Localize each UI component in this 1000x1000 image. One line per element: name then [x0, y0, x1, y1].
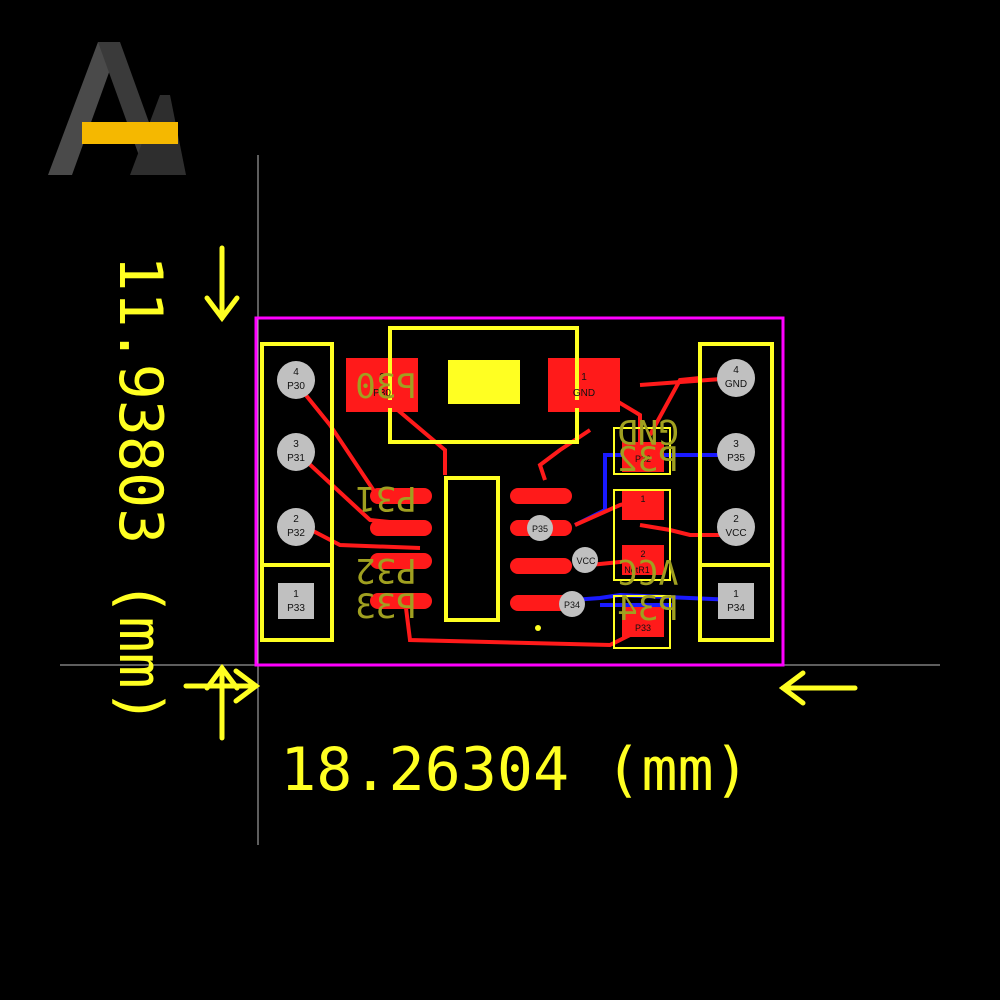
- silk-label-p31: P31: [355, 478, 416, 518]
- left-pin-2-name: P32: [287, 528, 305, 539]
- chip-p33-outline: [613, 595, 671, 649]
- left-header-outline: [260, 342, 334, 642]
- silk-label-p32-right: P32: [617, 440, 678, 480]
- pad-gnd-name: GND: [573, 388, 595, 399]
- dimension-arrows: [183, 245, 858, 741]
- top-pads: [346, 358, 664, 637]
- right-pin-1-number: 1: [733, 589, 739, 600]
- right-pin-2-name: VCC: [725, 528, 746, 539]
- vias: [527, 515, 598, 617]
- silk-label-p32: P32: [355, 550, 416, 590]
- pad-vcc-2-number: 2: [640, 549, 645, 559]
- left-header-labels: 4 P30 3 P31 2 P32 1 P33: [287, 367, 305, 614]
- pad-gnd-number: 1: [581, 372, 587, 383]
- via-p35-label: P35: [532, 524, 548, 534]
- ic-body-outline: [444, 476, 500, 622]
- brand-logo: [48, 42, 186, 175]
- silk-label-p33: P33: [355, 587, 416, 627]
- left-pin-4-number: 4: [293, 367, 299, 378]
- pad-gnd-top: [548, 358, 620, 412]
- right-pin-3-number: 3: [733, 439, 739, 450]
- left-pin-1-name: P33: [287, 603, 305, 614]
- silkscreen-right-labels: GND P32 VCC P34: [617, 411, 678, 629]
- left-header: [277, 361, 315, 619]
- silk-label-p34: P34: [617, 589, 678, 629]
- right-pin-2-number: 2: [733, 514, 739, 525]
- silk-label-p30: P30: [355, 367, 416, 407]
- silk-label-gnd: GND: [617, 411, 678, 451]
- left-pin-1-number: 1: [293, 589, 299, 600]
- right-pin-4-number: 4: [733, 365, 739, 376]
- pad-p30-number: 2: [379, 372, 385, 383]
- right-pin-4-name: GND: [725, 379, 747, 390]
- left-pin-3-number: 3: [293, 439, 299, 450]
- left-pin-4-name: P30: [287, 381, 305, 392]
- pad-p30-name: P30: [373, 388, 391, 399]
- pad-vcc-2-name: NetR1: [624, 565, 650, 575]
- right-pin-1-name: P34: [727, 603, 745, 614]
- board-outline: [254, 316, 785, 667]
- left-pin-3-name: P31: [287, 453, 305, 464]
- left-pin-2-number: 2: [293, 514, 299, 525]
- pad-p33-small-name: P33: [635, 623, 651, 633]
- silkscreen-left-labels: P30 P31 P32 P33: [355, 367, 416, 627]
- via-p34-label: P34: [564, 600, 580, 610]
- pad-p33-small: [622, 607, 664, 637]
- regulator-tab: [448, 360, 520, 404]
- ic-pin1-dot: [535, 625, 541, 631]
- silkscreen-outlines: [260, 326, 774, 649]
- via-vcc-label: VCC: [576, 556, 596, 566]
- silk-label-vcc: VCC: [617, 551, 678, 591]
- chip-vcc-outline: [613, 489, 671, 581]
- regulator-outline: [388, 326, 579, 400]
- pad-p30-top: [346, 358, 418, 412]
- pad-vcc-1-number: 1: [640, 494, 645, 504]
- pad-p32-small: [622, 442, 664, 472]
- pad-vcc-1: [622, 490, 664, 520]
- pad-vcc-2: [622, 545, 664, 575]
- pad-p32-small-name: P32: [635, 454, 651, 464]
- chip-p32-outline: [613, 427, 671, 475]
- width-dimension-label: 18.26304 (mm): [280, 735, 750, 805]
- right-header: [717, 359, 755, 619]
- height-dimension-label: 11.93803 (mm): [105, 255, 175, 725]
- right-header-labels: 4 GND 3 P35 2 VCC 1 P34: [725, 365, 747, 614]
- top-pad-labels: 2 P30 1 GND P32 1 2 NetR1 P33 P35 VCC P3…: [373, 372, 651, 633]
- right-header-outline: [698, 342, 774, 642]
- right-pin-3-name: P35: [727, 453, 745, 464]
